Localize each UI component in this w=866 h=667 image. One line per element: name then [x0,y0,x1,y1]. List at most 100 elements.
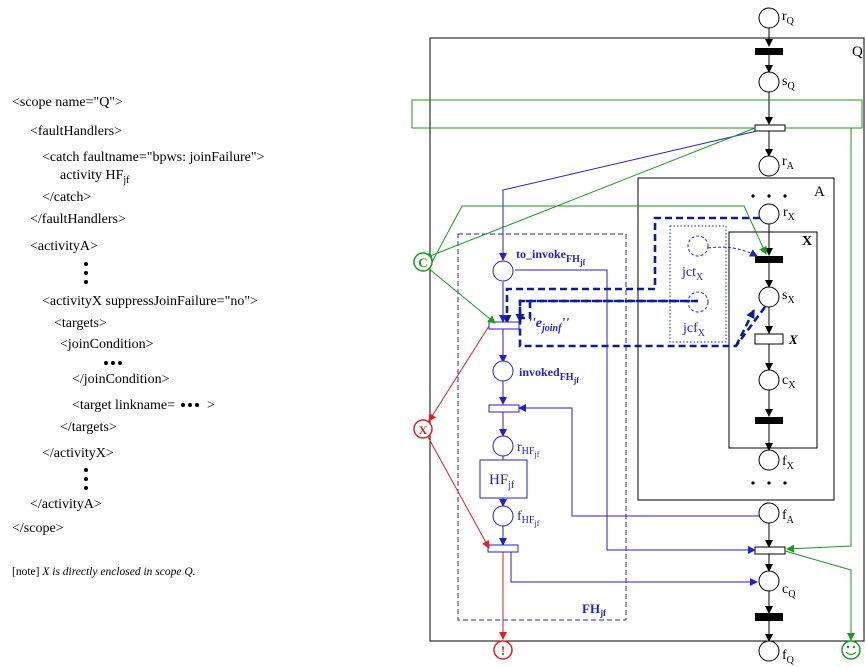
compensate-c-icon [413,252,433,272]
activity-a-label: A [814,184,825,200]
target-linkname-tail: > [207,398,215,413]
code-line-faulthandlers-open: <faultHandlers> [30,124,122,139]
code-line-faulthandlers-close: </faultHandlers> [30,212,126,227]
place-to-invoke [492,260,514,282]
transition-before-cq [754,546,786,555]
arc-red-ejoinf-to-x [428,325,490,422]
vdots-2 [84,468,88,492]
arc-toinvoke-to-tcq [515,269,756,554]
transition-start-x [755,256,783,263]
arc-sx-jcf-to-ejoinf-a [518,299,767,348]
arc-jctx-to-startx [707,246,758,257]
hdots-1 [104,361,122,365]
transition-start-q [755,48,783,55]
place-fa [758,502,780,524]
place-sq [758,71,780,93]
label-cx: cX [782,373,796,391]
compensate-c-text: C [418,255,427,270]
code-line-targets-close: </targets> [60,420,117,435]
transition-activity-x [754,333,784,345]
place-jctx [687,235,709,257]
transition-start-hf [488,404,520,413]
vdots-1 [84,262,88,286]
code-line-activityx-open: <activityX suppressJoinFailure="no"> [42,294,258,309]
label-sq: sQ [782,74,795,92]
fault-x-text: X [419,423,428,437]
target-linkname-text: <target linkname= [72,398,176,413]
place-fhf [492,505,514,527]
arc-green-to-smile [784,550,855,641]
scope-q-box [429,37,865,642]
bpel-code-listing: <scope name="Q"> <faultHandlers> <catch … [0,0,400,667]
place-cx [758,369,780,391]
arc-fa-to-t [518,404,759,517]
code-line-joincondition-open: <joinCondition> [60,337,154,352]
arc-red-x-to-end [427,436,490,549]
code-line-joincondition-close: </joinCondition> [72,372,170,387]
place-ra [758,155,780,177]
label-fhf: fHFjf [517,509,540,528]
label-sx: sX [782,288,795,306]
arc-loop-to-sx [734,309,756,347]
code-line-catch-close: </catch> [42,190,92,205]
label-fq: fQ [782,648,795,666]
label-to-invoke: to_invokeFHjf [516,247,586,267]
activity-hf-text: activity HF [60,168,124,183]
code-line-target-linkname: <target linkname= > [72,398,215,414]
arc-rx-to-ejoinf [502,216,760,324]
join-condition-box [669,225,727,343]
fault-handler-box [457,233,627,621]
smile-icon [841,640,861,660]
code-line-activitya-close: </activityA> [30,497,102,512]
activity-x-label: X [802,234,812,249]
ellipsis-bottom [751,481,787,485]
label-hf-box: HFjf [489,472,515,491]
code-line-scope-open: <scope name="Q"> [12,95,123,110]
label-jcfx: jcfX [682,321,706,339]
transition-after-sq [754,124,786,132]
arc-sq-to-toinvoke [499,130,758,261]
code-line-activity-hf: activity HFjf [60,168,130,189]
place-invoked [492,360,514,382]
arc-green-to-c [424,127,756,260]
transition-end-fh [487,544,519,553]
transition-activity-x-label: X [788,332,798,347]
activity-hf-sub: jf [123,174,130,186]
label-fa: fA [782,508,795,526]
arc-jcfx-to-ejoinf [515,299,698,323]
label-rx: rX [783,205,796,223]
activity-a-box [637,177,835,501]
place-fx [758,449,780,471]
place-rx [758,203,780,225]
place-rq [758,7,780,29]
label-cq: cQ [782,582,796,600]
throw-text: ! [501,643,505,658]
label-fx: fX [782,454,795,472]
code-line-scope-close: </scope> [12,521,64,536]
transition-complete-x [755,417,783,424]
note: [note] X is directly enclosed in scope Q… [12,566,196,578]
code-line-activitya-open: <activityA> [30,239,98,254]
arc-t-to-cq [503,547,758,586]
place-fq [758,640,780,662]
label-rhf: rHFjf [517,440,540,459]
arc-green-to-tcq [785,127,852,553]
label-ejoinf: ''ejoinf'' [528,316,569,334]
arc-green-c-to-startx [430,205,767,265]
activity-x-box [728,231,818,449]
place-sx [758,286,780,308]
code-line-activityx-close: </activityX> [42,446,114,461]
ellipsis-top [751,194,787,198]
hdots-2 [175,399,207,409]
fault-x-icon [413,419,433,439]
activity-hf-box [479,459,528,499]
label-ra: rA [782,154,795,172]
place-cq [758,570,780,592]
code-line-catch-open: <catch faultname="bpws: joinFailure"> [42,150,265,165]
transition-ejoinf [488,321,520,330]
transition-finish-q [755,613,783,621]
label-rq: rQ [782,9,795,27]
arc-green-c-to-ejoinf [427,267,496,324]
note-prefix: [note] [12,566,40,578]
